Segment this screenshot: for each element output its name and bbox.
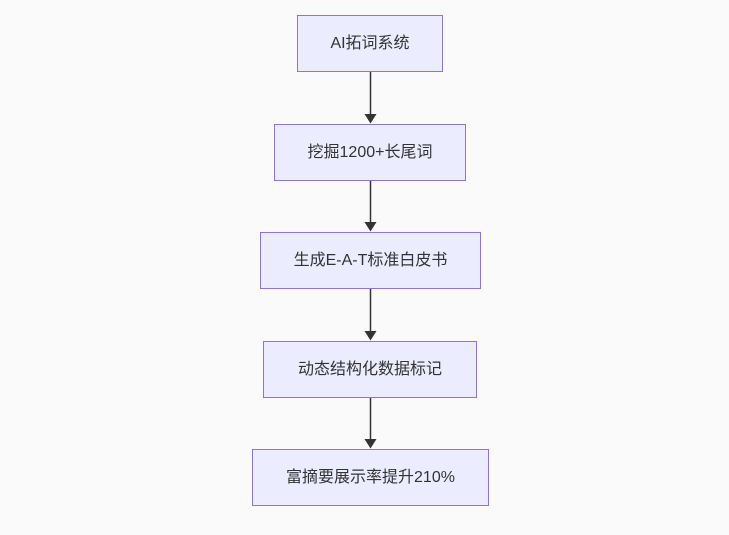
node-label: 富摘要展示率提升210% bbox=[286, 468, 455, 486]
node-label: 生成E-A-T标准白皮书 bbox=[293, 251, 448, 269]
arrow-1 bbox=[364, 72, 377, 124]
flow-node-rich-snippet-result: 富摘要展示率提升210% bbox=[252, 449, 489, 506]
flow-node-structured-data: 动态结构化数据标记 bbox=[263, 341, 477, 398]
flow-node-longtail-mining: 挖掘1200+长尾词 bbox=[274, 124, 466, 181]
arrow-2 bbox=[364, 181, 377, 232]
arrow-3 bbox=[364, 289, 377, 341]
flow-node-ai-word-system: AI拓词系统 bbox=[297, 15, 443, 72]
node-label: 挖掘1200+长尾词 bbox=[307, 143, 433, 161]
node-label: AI拓词系统 bbox=[330, 34, 410, 52]
flow-node-eat-whitepaper: 生成E-A-T标准白皮书 bbox=[260, 232, 481, 289]
arrow-4 bbox=[364, 398, 377, 449]
node-label: 动态结构化数据标记 bbox=[297, 360, 442, 378]
